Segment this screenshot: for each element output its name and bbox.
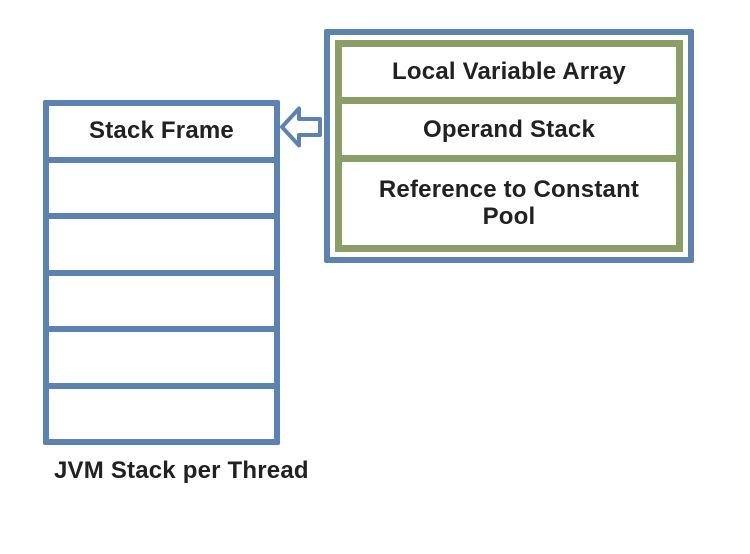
reference-to-constant-pool-label: Reference to Constant Pool <box>378 175 640 231</box>
left-block-arrow-icon <box>280 102 322 152</box>
empty-stack-cell <box>49 163 274 219</box>
operand-stack-label: Operand Stack <box>423 115 595 143</box>
empty-stack-cell <box>49 219 274 276</box>
local-variable-array-label: Local Variable Array <box>392 58 626 86</box>
detail-cell-reference-to-constant-pool: Reference to Constant Pool <box>342 162 676 245</box>
stack-frame-detail-inner: Local Variable Array Operand Stack Refer… <box>335 40 683 252</box>
detail-cell-local-variable-array: Local Variable Array <box>342 47 676 105</box>
empty-stack-cell <box>49 332 274 389</box>
stack-frame-cell: Stack Frame <box>49 106 274 163</box>
empty-stack-cell <box>49 389 274 440</box>
empty-stack-cell <box>49 276 274 332</box>
stack-frame-label: Stack Frame <box>89 117 234 145</box>
detail-cell-operand-stack: Operand Stack <box>342 104 676 162</box>
stack-frame-detail-box: Local Variable Array Operand Stack Refer… <box>324 29 694 263</box>
stack-caption: JVM Stack per Thread <box>54 457 309 484</box>
jvm-stack-box: Stack Frame <box>43 100 280 445</box>
